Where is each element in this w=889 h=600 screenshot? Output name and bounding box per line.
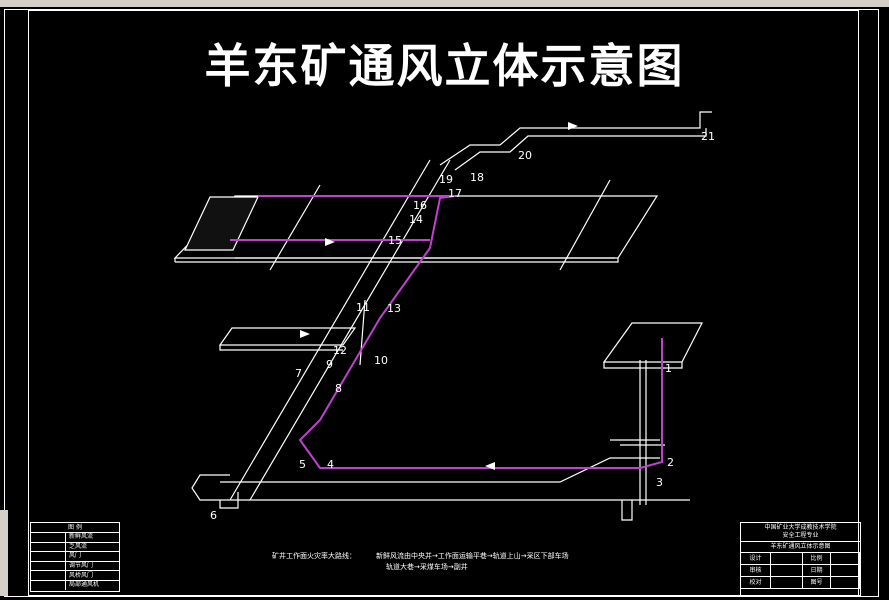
regulator-door-icon <box>31 561 66 571</box>
local-fan-icon <box>31 580 66 590</box>
working-face-block <box>602 322 703 363</box>
legend-row: 调节风门 <box>31 561 119 572</box>
lower-roadway <box>191 474 690 501</box>
station-9: 9 <box>326 358 333 371</box>
station-12: 12 <box>333 344 347 357</box>
station-2: 2 <box>667 456 674 469</box>
station-3: 3 <box>656 476 663 489</box>
station-14: 14 <box>409 213 423 226</box>
title-block-drawing-name: 羊东矿通风立体示意图 <box>741 542 860 553</box>
station-20: 20 <box>518 149 532 162</box>
middle-roadway <box>218 327 357 346</box>
legend-row: 乏风流 <box>31 542 119 553</box>
legend-header: 图 例 <box>31 523 119 533</box>
station-8: 8 <box>335 382 342 395</box>
legend-table: 图 例 新鲜风流 乏风流 风门 调节风门 风桥风门 局部通风机 <box>30 522 120 592</box>
goaf-area <box>184 196 259 251</box>
air-bridge-icon <box>31 571 66 580</box>
legend-row: 新鲜风流 <box>31 533 119 543</box>
fresh-air-arrow-icon <box>31 533 66 542</box>
station-15: 15 <box>388 234 402 247</box>
title-block-header: 中国矿业大学成教技术学院 安全工程专业 <box>741 523 860 542</box>
station-19: 19 <box>439 173 453 186</box>
return-airway <box>439 111 712 166</box>
air-door-icon <box>31 552 66 561</box>
station-10: 10 <box>374 354 388 367</box>
left-scrollbar[interactable] <box>0 510 8 596</box>
legend-row: 局部通风机 <box>31 580 119 590</box>
title-block-grid: 设计 比例 审核 日期 校对 图号 <box>741 553 860 589</box>
station-11: 11 <box>356 301 370 314</box>
route-note-line2: 新鲜风流由中央并→工作面运输平巷→轨道上山→采区下部车场 <box>376 552 569 560</box>
station-4: 4 <box>327 458 334 471</box>
station-16: 16 <box>413 199 427 212</box>
station-17: 17 <box>448 187 462 200</box>
drawing-border-inner <box>28 10 859 596</box>
drawing-border-outer <box>4 9 879 597</box>
station-18: 18 <box>470 171 484 184</box>
station-1: 1 <box>665 362 672 375</box>
legend-row: 风门 <box>31 552 119 562</box>
station-5: 5 <box>299 458 306 471</box>
station-7: 7 <box>295 367 302 380</box>
window-top-bar <box>0 0 889 7</box>
route-note-line3: 轨道大巷→采煤车场→副井 <box>386 563 468 571</box>
station-13: 13 <box>387 302 401 315</box>
diagram-title: 羊东矿通风立体示意图 <box>204 39 685 93</box>
legend-row: 风桥风门 <box>31 571 119 581</box>
airflow-route <box>258 195 663 469</box>
return-air-arrow-icon <box>31 542 66 552</box>
station-6: 6 <box>210 509 217 522</box>
title-block: 中国矿业大学成教技术学院 安全工程专业 羊东矿通风立体示意图 设计 比例 审核 … <box>740 522 861 596</box>
station-21: 21 <box>701 130 715 143</box>
route-note-line1: 矿井工作面火灾率大路线： <box>272 552 356 560</box>
inclined-roadway-right <box>249 159 451 501</box>
inclined-roadway-left <box>229 159 431 501</box>
